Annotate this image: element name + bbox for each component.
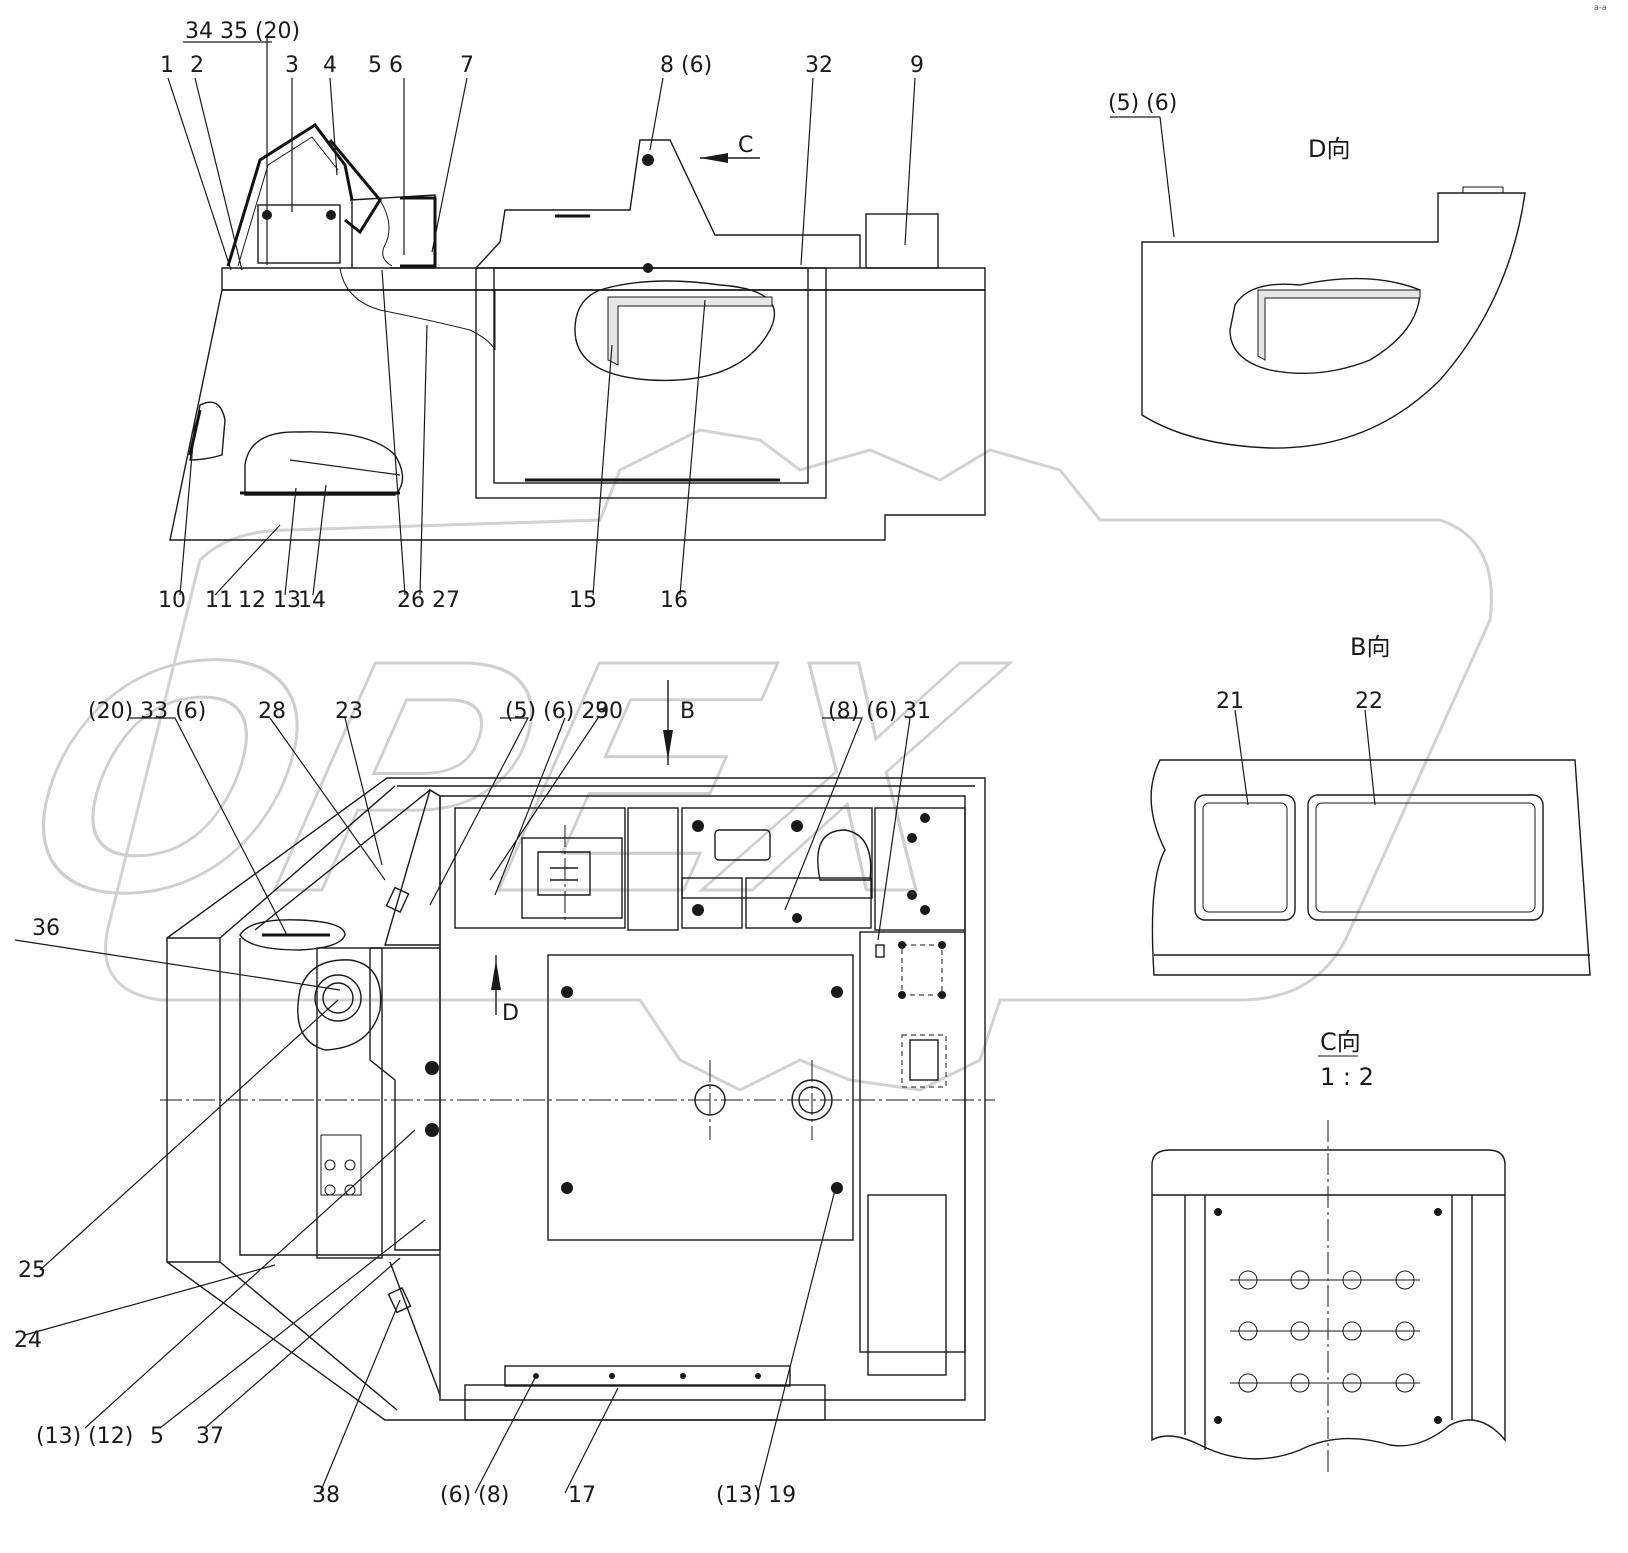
callout-16: 16 — [660, 588, 688, 613]
cutaway-sweep — [339, 267, 496, 351]
callout-28: 28 — [258, 699, 286, 724]
callout-5-6-29: (5) (6) 29 — [505, 699, 609, 724]
b-view — [1150, 709, 1591, 976]
callout-d-arrow: D — [502, 1001, 519, 1026]
lower-cutaway — [244, 431, 404, 496]
callout-12-13: 12 13 — [238, 588, 301, 613]
callout-24: 24 — [14, 1328, 42, 1353]
watermark: OPEX — [0, 428, 1493, 1092]
callout-13-12: (13) (12) — [36, 1424, 133, 1449]
callout-5-6: 5 6 — [368, 53, 403, 78]
c-view-title: C向 — [1320, 1028, 1361, 1056]
callout-25: 25 — [18, 1258, 46, 1283]
labels: 34 35 (20) 1 2 3 4 5 6 7 8 (6) 32 9 C 10… — [14, 19, 1390, 1508]
callout-15: 15 — [569, 588, 597, 613]
callout-26-27: 26 27 — [397, 588, 460, 613]
c-view-holes — [1230, 1270, 1420, 1393]
callout-20-33-6: (20) 33 (6) — [88, 699, 206, 724]
side-window — [189, 401, 226, 461]
callout-23: 23 — [335, 699, 363, 724]
leaders-front — [167, 38, 916, 596]
b-view-title: B向 — [1350, 633, 1390, 661]
window-21 — [1194, 794, 1296, 921]
module-29 — [521, 837, 623, 919]
window-22 — [1307, 794, 1544, 921]
callout-34-35-20: 34 35 (20) — [185, 19, 300, 44]
center-module-top — [475, 139, 861, 269]
watermark-text: OPEX — [0, 593, 1028, 961]
c-view-scale: 1 : 2 — [1320, 1063, 1374, 1091]
instrument-hood-inner — [237, 136, 339, 267]
callout-5-6-d: (5) (6) — [1108, 91, 1177, 116]
watermark-gear-outline — [104, 428, 1493, 1092]
callout-36: 36 — [32, 916, 60, 941]
callout-c-arrow: C — [738, 133, 753, 158]
callout-14: 14 — [298, 588, 326, 613]
c-view-outline — [1151, 1149, 1506, 1460]
callout-30: 30 — [595, 699, 623, 724]
callout-21: 21 — [1216, 689, 1244, 714]
corner-note: a-a — [1594, 3, 1607, 12]
c-view — [1151, 1055, 1506, 1475]
d-view-outline — [1141, 192, 1526, 449]
panel-3 — [257, 204, 341, 264]
callout-38: 38 — [312, 1483, 340, 1508]
c-arrow — [700, 153, 760, 163]
callout-11: 11 — [205, 588, 233, 613]
callout-3: 3 — [285, 53, 299, 78]
console-outline — [169, 289, 986, 541]
cabinet-cutaway — [574, 280, 776, 382]
d-view — [1110, 116, 1526, 449]
callout-5: 5 — [150, 1424, 164, 1449]
callout-13-19: (13) 19 — [716, 1483, 796, 1508]
callout-2: 2 — [190, 53, 204, 78]
d-view-title: D向 — [1308, 135, 1350, 163]
callout-b-arrow: B — [680, 699, 695, 724]
left-panel-28 — [384, 788, 441, 946]
part-9 — [865, 213, 939, 269]
callout-10: 10 — [158, 588, 186, 613]
instrument-hood — [226, 122, 354, 267]
callout-1: 1 — [160, 53, 174, 78]
central-plate — [547, 954, 854, 1241]
callout-32: 32 — [805, 53, 833, 78]
plan-view — [14, 680, 995, 1494]
callout-9: 9 — [910, 53, 924, 78]
d-view-cutaway — [1229, 277, 1421, 375]
callout-8-6: 8 (6) — [660, 53, 712, 78]
callout-31: 31 — [903, 699, 931, 724]
callout-6-8: (6) (8) — [440, 1483, 509, 1508]
callout-17: 17 — [568, 1483, 596, 1508]
front-view — [167, 38, 986, 596]
rail-17 — [464, 1384, 826, 1421]
bracket-box — [349, 194, 436, 269]
callout-4: 4 — [323, 53, 337, 78]
callout-8-6-b: (8) (6) — [828, 699, 897, 724]
callout-22: 22 — [1355, 689, 1383, 714]
b-view-outline — [1150, 759, 1591, 976]
leaders-plan — [14, 717, 911, 1494]
callout-37: 37 — [196, 1424, 224, 1449]
console-top-plate — [221, 267, 986, 291]
callout-7: 7 — [460, 53, 474, 78]
